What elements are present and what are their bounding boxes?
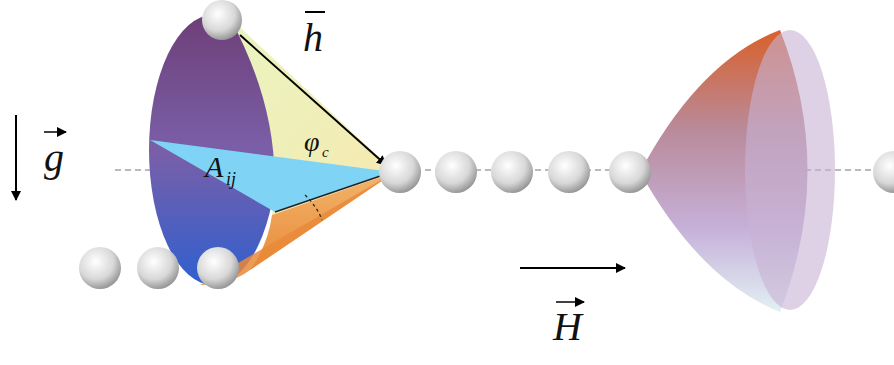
subscript: c <box>322 145 329 160</box>
vector-label: h <box>303 18 323 58</box>
subscript: ij <box>226 170 236 188</box>
area-label: A <box>205 152 223 182</box>
vector-label: H <box>553 307 582 347</box>
vector-label: g <box>44 138 64 178</box>
angle-label: φ <box>304 128 320 156</box>
